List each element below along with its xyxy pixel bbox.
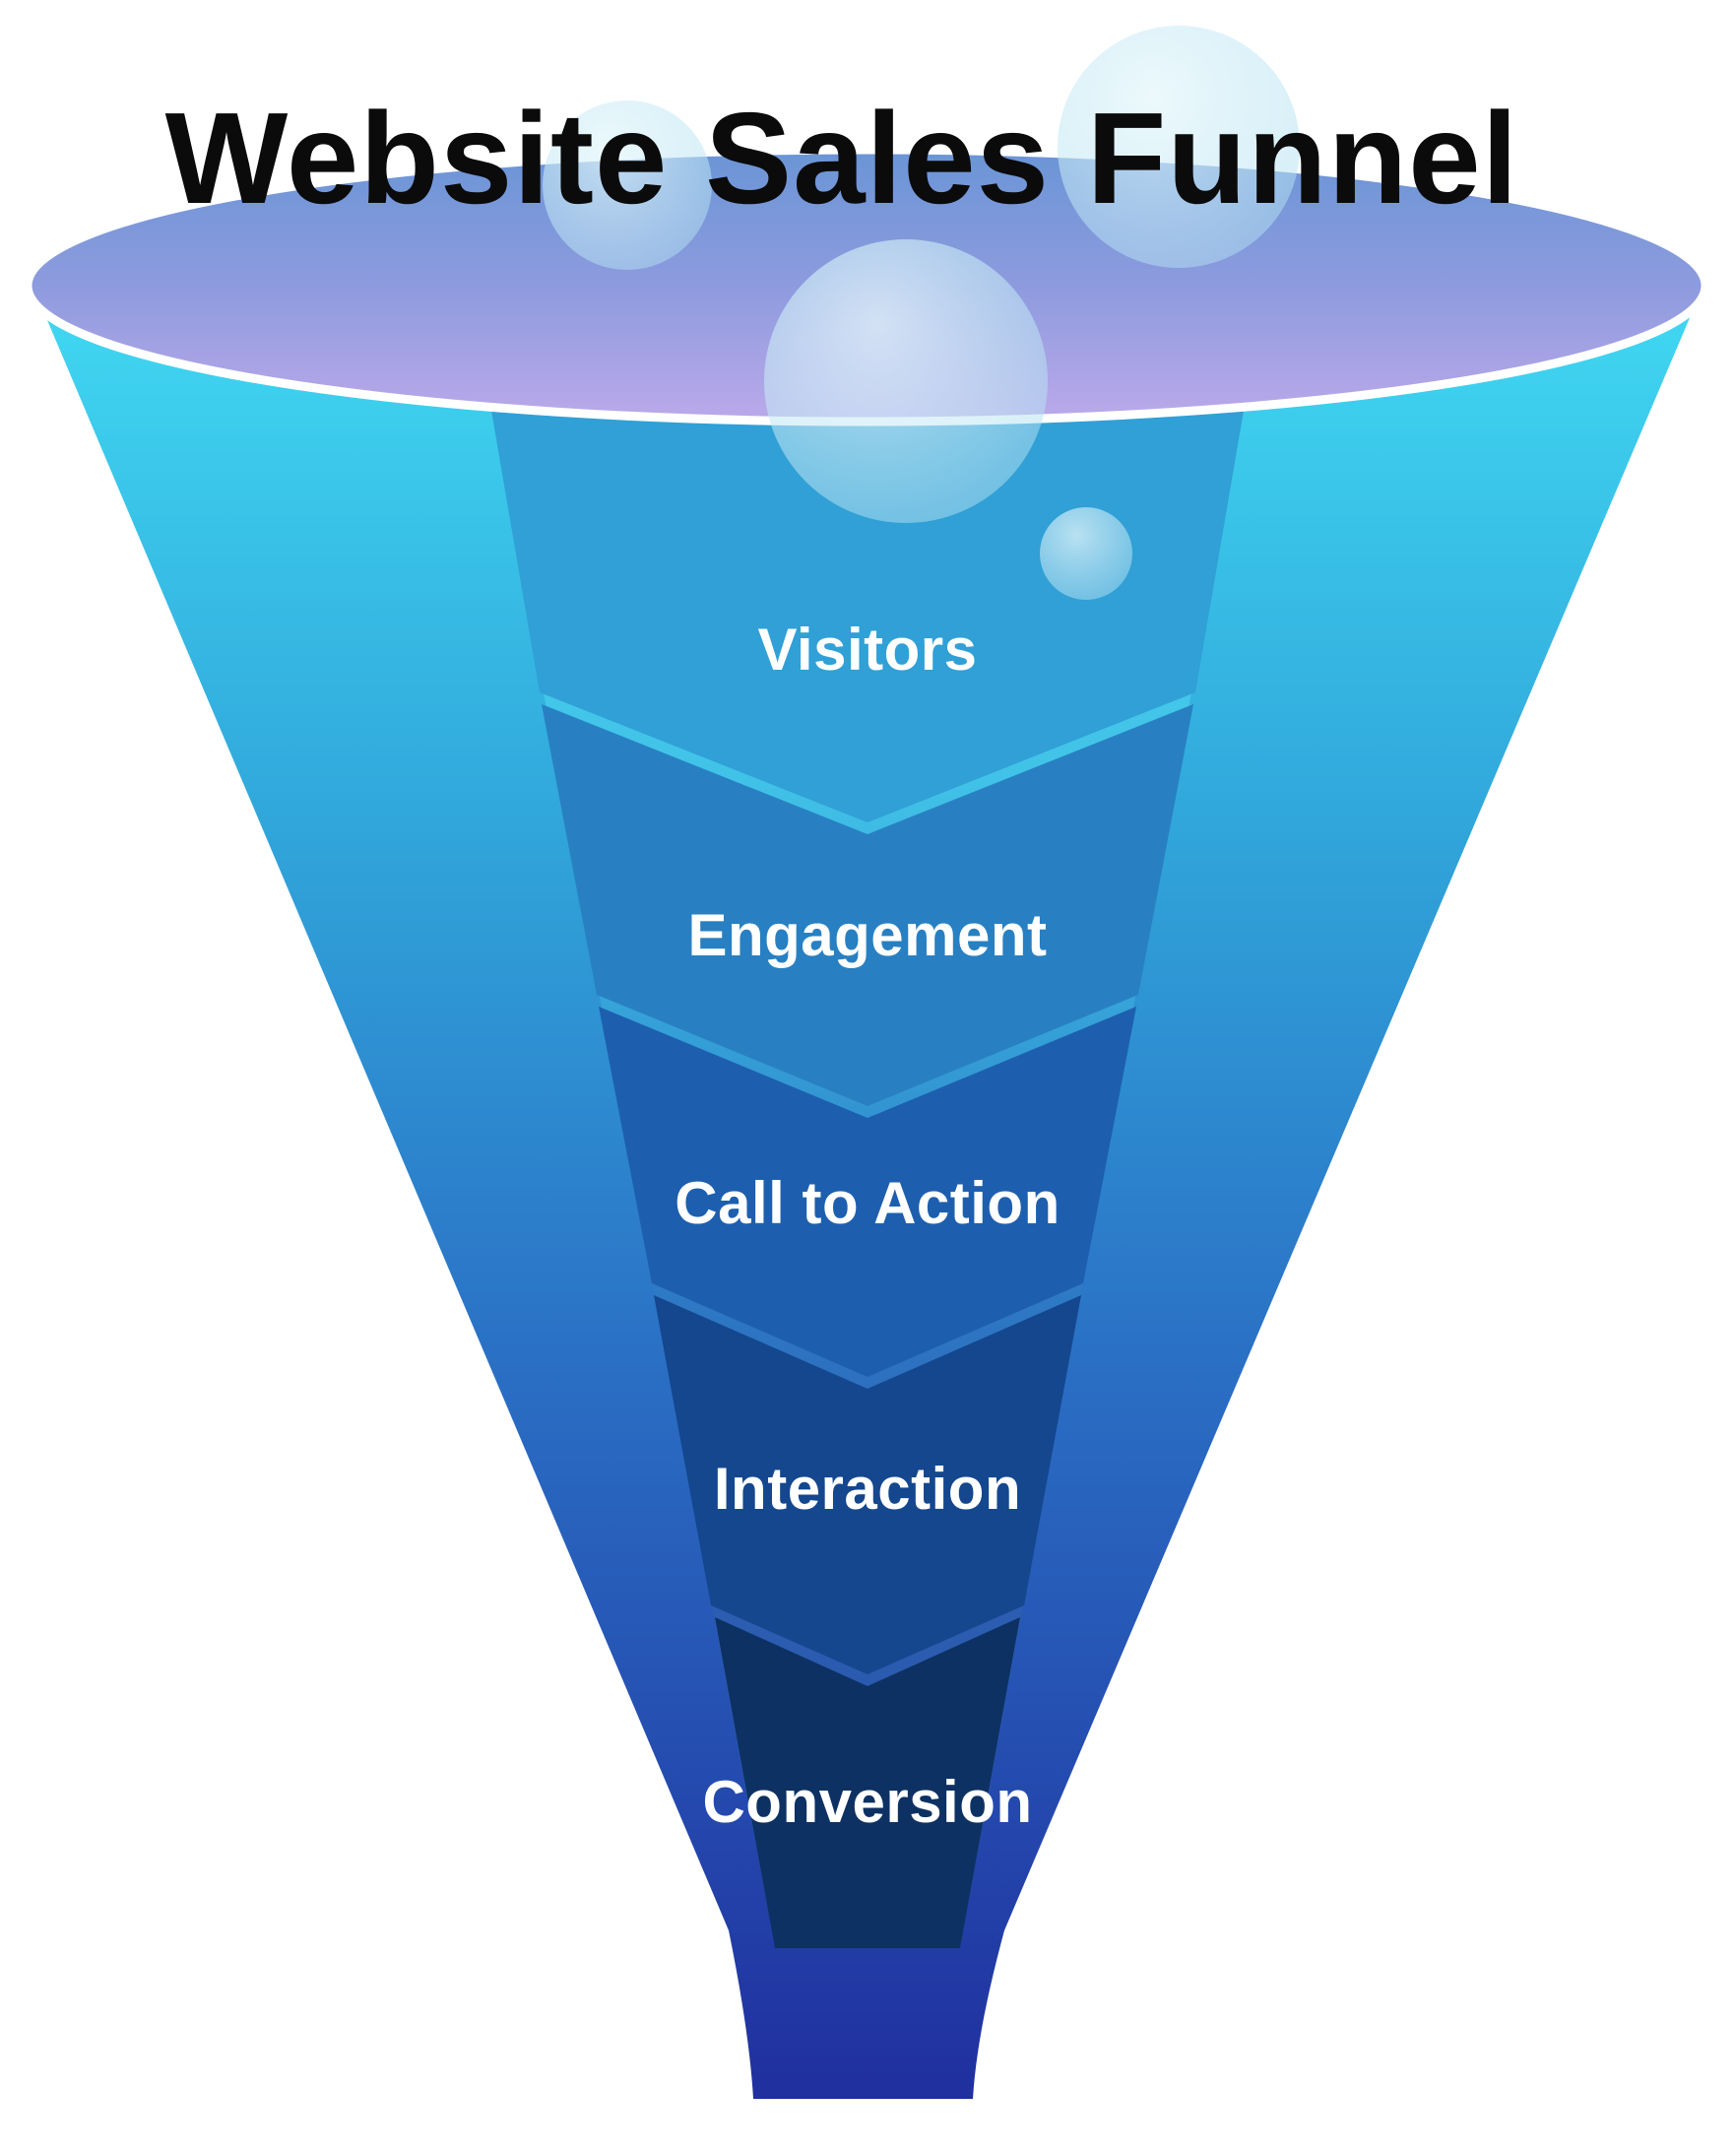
stage-label-engagement: Engagement [687, 902, 1047, 968]
page-title: Website Sales Funnel [165, 86, 1519, 230]
stage-segment-call-to-action [599, 1007, 1136, 1377]
stage-segment-engagement [542, 704, 1193, 1106]
stage-label-call-to-action: Call to Action [675, 1170, 1060, 1236]
bubble-icon [543, 100, 712, 270]
bubble-icon [764, 239, 1048, 523]
stage-label-visitors: Visitors [758, 617, 978, 683]
stage-segment-conversion [715, 1617, 1020, 1948]
stage-label-conversion: Conversion [702, 1769, 1032, 1835]
bubble-icon [1058, 26, 1300, 268]
bubble-icon [1040, 507, 1132, 600]
stage-label-interaction: Interaction [714, 1456, 1021, 1522]
stage-segment-interaction [654, 1295, 1081, 1674]
stage-segment-visitors [489, 399, 1246, 822]
